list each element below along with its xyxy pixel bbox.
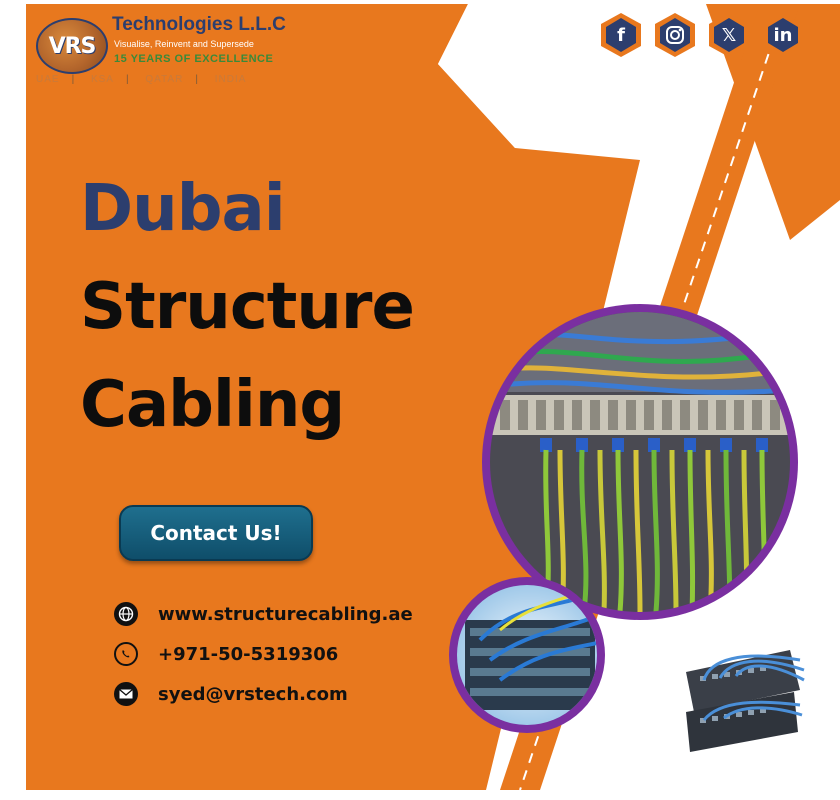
linkedin-icon: in (773, 24, 793, 46)
country-ksa: KSA (90, 74, 114, 85)
hexagon-icon (655, 13, 695, 57)
email-row[interactable]: syed@vrstech.com (114, 674, 413, 714)
linkedin-link[interactable]: in (760, 12, 806, 58)
instagram-icon (666, 26, 684, 44)
x-icon: 𝕏 (721, 24, 737, 46)
phone-number[interactable]: +971-50-5319306 (158, 643, 339, 665)
contact-us-button[interactable]: Contact Us! (119, 505, 313, 561)
country-qatar: QATAR (145, 74, 184, 85)
hexagon-icon (763, 13, 803, 57)
headline: Dubai Structure Cabling (80, 160, 415, 454)
website-row[interactable]: www.structurecabling.ae (114, 594, 413, 634)
headline-line-2: Structure (80, 270, 415, 344)
logo-tagline: Visualise, Reinvent and Supersede (114, 39, 254, 49)
email-address[interactable]: syed@vrstech.com (158, 683, 348, 705)
dashed-line (519, 19, 781, 791)
contact-details: www.structurecabling.ae +971-50-5319306 … (114, 594, 413, 714)
social-links: f 𝕏 in (598, 12, 806, 58)
company-logo[interactable]: VRS Technologies L.L.C Visualise, Reinve… (36, 12, 336, 92)
facebook-icon: f (617, 24, 625, 46)
logo-badge: VRS (48, 33, 97, 59)
mail-icon (114, 682, 138, 706)
x-link[interactable]: 𝕏 (706, 12, 752, 58)
instagram-link[interactable] (652, 12, 698, 58)
country-india: INDIA (214, 74, 247, 85)
hexagon-icon (601, 13, 641, 57)
headline-line-1: Dubai (80, 172, 286, 246)
logo-countries: UAE| KSA| QATAR| INDIA (36, 74, 247, 85)
logo-years: 15 YEARS OF EXCELLENCE (114, 53, 274, 65)
logo-company-name: Technologies L.L.C (112, 14, 286, 35)
facebook-link[interactable]: f (598, 12, 644, 58)
logo-globe-icon: VRS (36, 18, 108, 74)
patch-panel-photo (457, 585, 597, 725)
switch-cables-photo (680, 646, 805, 752)
whatsapp-icon (114, 642, 138, 666)
headline-line-3: Cabling (80, 368, 345, 442)
phone-row[interactable]: +971-50-5319306 (114, 634, 413, 674)
orange-strip-top (706, 4, 840, 240)
globe-icon (114, 602, 138, 626)
cable-panel-photo (490, 312, 790, 612)
country-uae: UAE (36, 74, 60, 85)
hexagon-icon (709, 13, 749, 57)
website-link[interactable]: www.structurecabling.ae (158, 603, 413, 625)
